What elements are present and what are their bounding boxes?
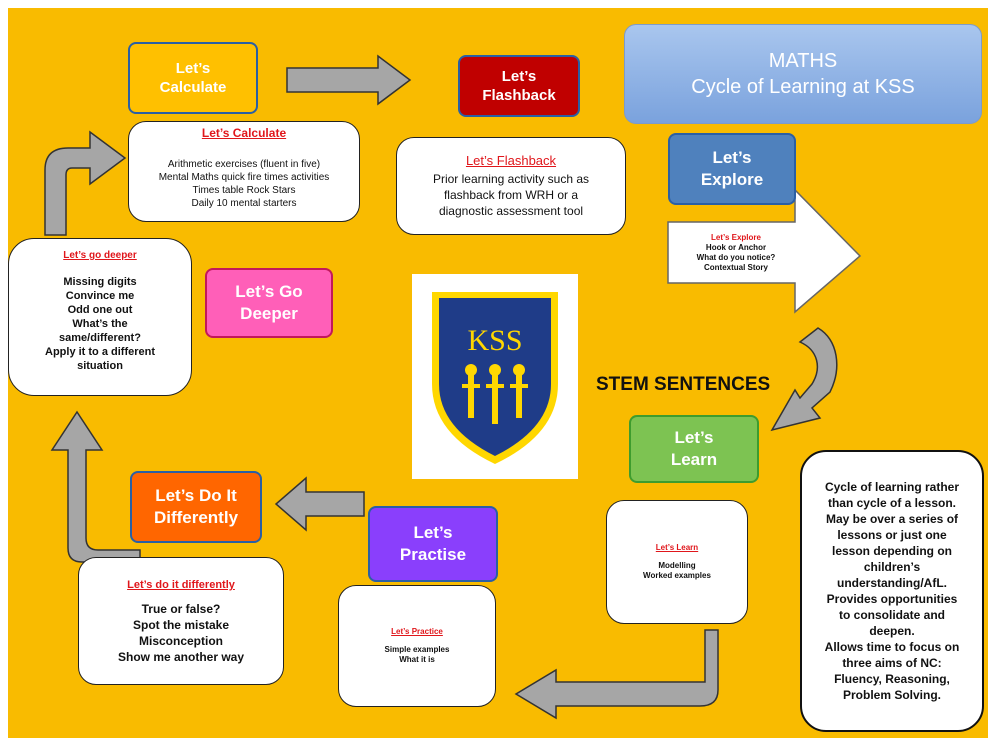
explore-arrow-shape <box>667 188 862 314</box>
stage-explore-label: Let’s Explore <box>700 148 764 189</box>
arrow-calculate-to-flashback <box>286 54 412 106</box>
card-flashback-line-3: diagnostic assessment tool <box>438 204 584 218</box>
note-line-9: to consolidate and <box>838 608 945 622</box>
note-line-10: deepen. <box>869 624 915 638</box>
card-deeper-line-5: same/different? <box>59 332 141 344</box>
card-deeper-line-2: Convince me <box>65 290 135 302</box>
title-line-1: MATHS <box>768 50 838 72</box>
stage-deeper: Let’s Go Deeper <box>205 268 333 338</box>
card-flashback: Let’s Flashback Prior learning activity … <box>396 137 626 235</box>
card-differently-line-1: True or false? <box>141 602 221 616</box>
stage-deeper-label: Let’s Go Deeper <box>235 282 303 323</box>
note-line-14: Problem Solving. <box>842 688 941 702</box>
card-learn-title: Let’s Learn <box>655 543 699 552</box>
note-line-5: lesson depending on <box>831 544 952 558</box>
card-learn-line-1: Modelling <box>658 561 696 570</box>
stage-differently: Let’s Do It Differently <box>130 471 262 543</box>
card-deeper-line-4: What’s the <box>72 318 128 330</box>
card-calculate: Let’s Calculate Arithmetic exercises (fl… <box>128 121 360 222</box>
note-line-13: Fluency, Reasoning, <box>834 672 950 686</box>
card-calculate-line-4: Daily 10 mental starters <box>191 198 297 209</box>
card-differently-line-4: Show me another way <box>117 650 245 664</box>
card-differently-line-3: Misconception <box>138 634 223 648</box>
card-deeper: Let’s go deeper Missing digits Convince … <box>8 238 192 396</box>
card-calculate-line-3: Times table Rock Stars <box>192 185 296 196</box>
arrow-learn-to-practice <box>514 629 719 720</box>
stage-differently-label: Let’s Do It Differently <box>153 486 239 527</box>
card-explore: Let’s Explore Hook or Anchor What do you… <box>676 226 796 280</box>
card-explore-line-1: Hook or Anchor <box>705 243 767 252</box>
card-practice-title: Let’s Practice <box>391 627 443 636</box>
card-explore-line-3: Contextual Story <box>703 263 768 272</box>
card-deeper-line-1: Missing digits <box>63 276 137 288</box>
card-practice-line-1: Simple examples <box>384 645 450 654</box>
card-deeper-line-6: Apply it to a different <box>45 346 155 358</box>
stage-flashback: Let’s Flashback <box>458 55 580 117</box>
stage-calculate-label: Let’s Calculate <box>159 60 227 96</box>
card-flashback-title: Let’s Flashback <box>465 153 557 168</box>
stem-sentences-heading: STEM SENTENCES <box>596 374 771 395</box>
card-explore-line-2: What do you notice? <box>696 253 776 262</box>
stage-learn: Let’s Learn <box>629 415 759 483</box>
note-line-2: than cycle of a lesson. <box>827 496 957 510</box>
card-differently: Let’s do it differently True or false? S… <box>78 557 284 685</box>
logo-text: KSS <box>467 324 522 357</box>
card-calculate-line-1: Arithmetic exercises (fluent in five) <box>167 159 321 170</box>
note-card: Cycle of learning rather than cycle of a… <box>800 450 984 732</box>
card-calculate-line-2: Mental Maths quick fire times activities <box>158 172 330 183</box>
note-line-6: children’s <box>863 560 921 574</box>
note-line-7: understanding/AfL. <box>837 576 947 590</box>
note-line-11: Allows time to focus on <box>824 640 960 654</box>
note-line-3: May be over a series of <box>825 512 959 526</box>
card-learn-line-2: Worked examples <box>643 571 711 580</box>
arrow-deeper-to-calculate <box>44 130 127 236</box>
card-practice: Let’s Practice Simple examples What it i… <box>338 585 496 707</box>
card-calculate-title: Let’s Calculate <box>201 126 287 140</box>
card-deeper-line-7: situation <box>77 360 123 372</box>
card-learn: Let’s Learn Modelling Worked examples <box>606 500 748 624</box>
card-deeper-title: Let’s go deeper <box>63 250 137 261</box>
arrow-practise-to-differently <box>274 476 365 532</box>
card-explore-title: Let’s Explore <box>711 233 761 242</box>
card-differently-title: Let’s do it differently <box>127 579 235 591</box>
stage-practise: Let’s Practise <box>368 506 498 582</box>
card-flashback-line-1: Prior learning activity such as <box>432 172 590 186</box>
arrow-explore-to-learn <box>770 327 838 432</box>
title-banner: MATHS Cycle of Learning at KSS <box>624 24 982 124</box>
title-line-2: Cycle of Learning at KSS <box>691 76 915 98</box>
stage-learn-label: Let’s Learn <box>670 428 718 469</box>
stage-flashback-label: Let’s Flashback <box>482 68 556 104</box>
arrow-differently-to-deeper <box>50 410 141 563</box>
note-line-4: lessons or just one <box>837 528 947 542</box>
card-flashback-line-2: flashback from WRH or a <box>443 188 579 202</box>
card-practice-line-2: What it is <box>399 655 435 664</box>
note-line-12: three aims of NC: <box>842 656 942 670</box>
shield-icon: KSS <box>432 292 558 464</box>
note-line-8: Provides opportunities <box>826 592 958 606</box>
stage-explore: Let’s Explore <box>668 133 796 205</box>
note-line-1: Cycle of learning rather <box>824 480 960 494</box>
school-logo: KSS <box>412 274 578 479</box>
card-deeper-line-3: Odd one out <box>67 304 133 316</box>
stage-calculate: Let’s Calculate <box>128 42 258 114</box>
stage-practise-label: Let’s Practise <box>399 523 467 564</box>
card-differently-line-2: Spot the mistake <box>132 618 230 632</box>
